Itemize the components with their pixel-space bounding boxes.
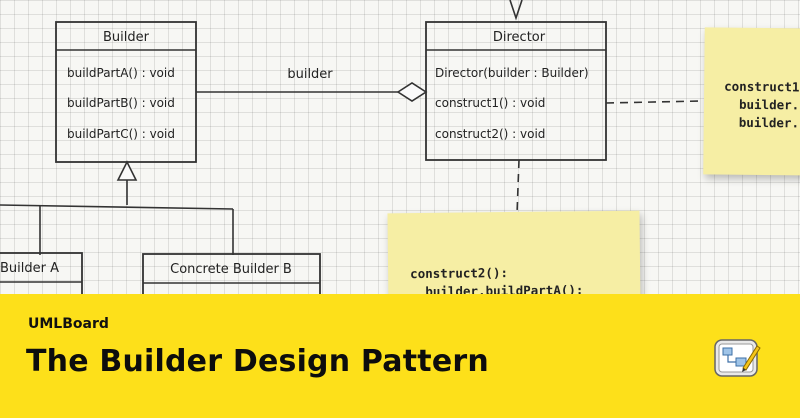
- builder-method-3: buildPartC() : void: [67, 127, 175, 141]
- umlboard-app-icon: [714, 339, 761, 377]
- page-title: The Builder Design Pattern: [26, 344, 489, 379]
- sticky-note-bottom-text: construct2(): builder.buildPartA();: [410, 265, 584, 300]
- director-class-title: Director: [493, 30, 546, 45]
- builder-class[interactable]: Builder buildPartA() : void buildPartB()…: [55, 21, 197, 163]
- sticky-note-right[interactable]: construct1 builder. builder.: [703, 27, 800, 176]
- builder-class-title: Builder: [103, 30, 150, 45]
- note-connector-right: [605, 100, 703, 104]
- director-method-2: construct1() : void: [435, 96, 545, 110]
- association-label: builder: [287, 67, 333, 82]
- director-method-1: Director(builder : Builder): [435, 66, 589, 80]
- sticky-note-right-text: construct1 builder. builder.: [723, 78, 800, 131]
- title-banner: UMLBoard The Builder Design Pattern: [0, 294, 800, 418]
- director-method-3: construct2() : void: [435, 127, 545, 141]
- inheritance-triangle: [116, 160, 138, 181]
- builder-method-1: buildPartA() : void: [67, 66, 175, 80]
- inheritance-connector[interactable]: [0, 160, 234, 255]
- director-class[interactable]: Director Director(builder : Builder) con…: [425, 21, 607, 161]
- incoming-arrow-fragment: [509, 0, 523, 21]
- concrete-builder-b-title: Concrete Builder B: [170, 262, 292, 277]
- note-connector-bottom: [516, 159, 520, 215]
- concrete-builder-a-title: Builder A: [0, 261, 59, 276]
- aggregation-diamond: [396, 82, 428, 102]
- aggregation-association[interactable]: builder: [196, 67, 428, 102]
- builder-method-2: buildPartB() : void: [67, 96, 175, 110]
- brand-label: UMLBoard: [28, 316, 109, 332]
